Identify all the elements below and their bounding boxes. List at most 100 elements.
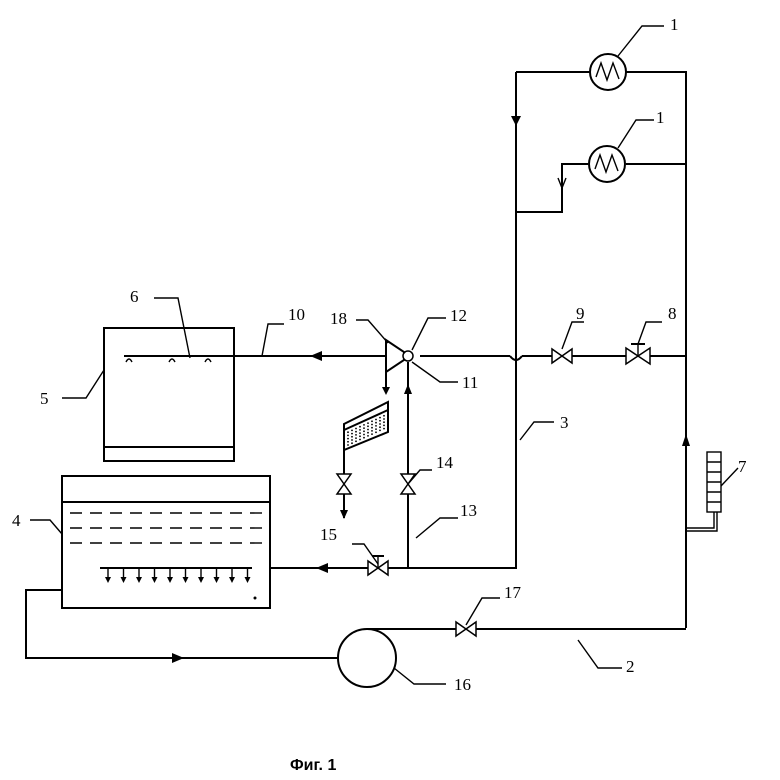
- label-7: 7: [738, 457, 747, 476]
- pump-16: [337, 628, 397, 688]
- filter-dot: [383, 427, 385, 430]
- distributor-nozzles: [105, 568, 251, 583]
- filter-dot: [371, 420, 373, 423]
- filter-dot: [375, 428, 377, 430]
- nozzle-tip: [213, 577, 220, 583]
- filter-dot: [359, 425, 361, 428]
- filter-dot: [359, 438, 361, 441]
- label-1-top: 1: [670, 15, 679, 34]
- filter-dot: [379, 419, 381, 422]
- filter-dot: [347, 434, 349, 437]
- line-2: [367, 434, 690, 630]
- filter-dot: [383, 414, 385, 417]
- tank-5: [103, 327, 235, 462]
- label-5: 5: [40, 389, 49, 408]
- filter-dot: [371, 423, 373, 426]
- filter-dot: [367, 425, 369, 428]
- suction-line: [25, 589, 338, 663]
- label-3: 3: [560, 413, 569, 432]
- heat-exchanger-top: [589, 53, 627, 91]
- label-11: 11: [462, 373, 478, 392]
- filter-dot: [371, 426, 373, 429]
- filter-dot: [347, 431, 349, 434]
- filter-dot: [355, 427, 357, 430]
- filter-dot: [379, 429, 381, 432]
- filter-dot: [351, 442, 353, 445]
- label-16: 16: [454, 675, 471, 694]
- drain-valve: [335, 473, 353, 495]
- filter-dot: [383, 418, 385, 420]
- filter-dot: [355, 430, 357, 433]
- nozzle-tip: [136, 577, 142, 583]
- valve-15: [367, 555, 389, 577]
- filter-dot: [363, 424, 365, 426]
- control-valve-8: [625, 343, 651, 366]
- nozzle-tip: [120, 577, 127, 583]
- tank-4: [61, 475, 271, 609]
- label-14: 14: [436, 453, 454, 472]
- filter-dot: [367, 435, 369, 437]
- filter-dot: [375, 431, 377, 434]
- filter-dot: [347, 440, 349, 443]
- nozzle-tip: [105, 577, 111, 583]
- ejector-12: [385, 338, 414, 374]
- label-4: 4: [12, 511, 21, 530]
- label-18: 18: [330, 309, 347, 328]
- nozzle-tip: [198, 577, 204, 583]
- label-6: 6: [130, 287, 139, 306]
- nozzle-tip: [167, 577, 173, 583]
- label-8: 8: [668, 304, 677, 323]
- nozzle-tip: [244, 577, 251, 583]
- heat-exchanger-bottom: [588, 145, 626, 183]
- label-15: 15: [320, 525, 337, 544]
- filter-dot: [367, 431, 369, 434]
- filter-dot: [347, 437, 349, 440]
- label-12: 12: [450, 306, 467, 325]
- filter-dot: [375, 421, 377, 424]
- filter-dot: [383, 424, 385, 427]
- filter-dot: [363, 427, 365, 429]
- filter-dot: [351, 435, 353, 438]
- filter-dot: [351, 432, 353, 435]
- filter-dot: [351, 439, 353, 441]
- heat-exchanger-loop: [511, 71, 687, 628]
- nozzle-tip: [229, 577, 235, 583]
- filter-dot: [379, 416, 381, 419]
- filter-dot: [355, 437, 357, 439]
- filter-dot: [359, 429, 361, 431]
- filter-dot: [359, 435, 361, 438]
- filter-dot: [347, 444, 349, 446]
- label-17: 17: [504, 583, 522, 602]
- leader-lines: [30, 25, 739, 685]
- nozzle-tip: [182, 577, 189, 583]
- filter-dot: [367, 428, 369, 431]
- filter-dot: [383, 421, 385, 424]
- filter-dot: [351, 429, 353, 432]
- line-3: [270, 355, 517, 573]
- filter-dot: [359, 432, 361, 434]
- label-2: 2: [626, 657, 635, 676]
- figure-caption: Фиг. 1: [290, 757, 336, 774]
- filter-media: [347, 414, 385, 446]
- label-13: 13: [460, 501, 477, 520]
- filter-dot: [379, 426, 381, 429]
- filter-dot: [367, 422, 369, 424]
- filter-dot: [363, 433, 365, 436]
- nozzle-tip: [151, 577, 158, 583]
- flowmeter-7: [686, 451, 722, 532]
- valve-17: [455, 620, 477, 638]
- filter-dot: [375, 418, 377, 421]
- line-10: [166, 351, 386, 361]
- label-1-bottom: 1: [656, 108, 665, 127]
- filter-dot: [363, 430, 365, 433]
- filter-dot: [363, 436, 365, 439]
- valve-9: [551, 347, 573, 365]
- filter-dot: [355, 434, 357, 436]
- label-10: 10: [288, 305, 305, 324]
- filter-dot: [379, 423, 381, 425]
- filter-dot: [371, 430, 373, 432]
- label-9: 9: [576, 304, 585, 323]
- filter-dot: [371, 433, 373, 435]
- filter-dot: [375, 425, 377, 427]
